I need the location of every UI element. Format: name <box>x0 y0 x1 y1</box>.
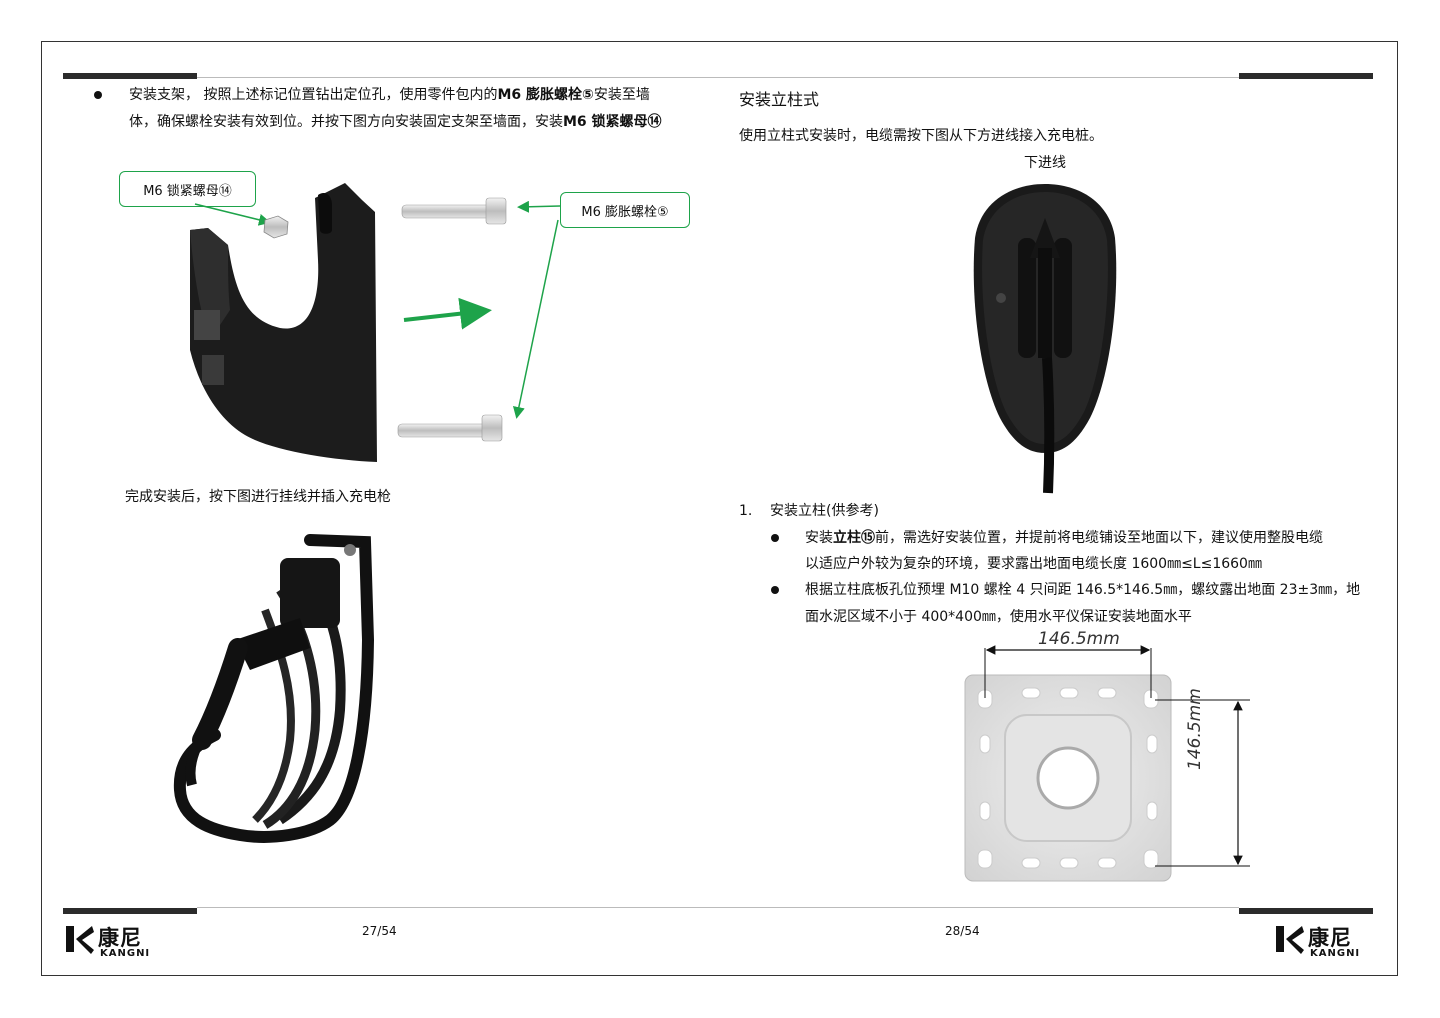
logo-name-en: KANGNI <box>1310 948 1361 959</box>
bullet-dot <box>94 91 102 99</box>
bolt-bottom <box>397 414 503 442</box>
top-right-bar <box>1239 73 1373 79</box>
text-span: 体，确保螺栓安装有效到位。并按下图方向安装固定支架至墙面，安装 <box>129 114 563 130</box>
callout-label: M6 锁紧螺母⑭ <box>143 183 232 199</box>
holster-illustration <box>173 534 375 843</box>
bold-span: M6 膨胀螺栓⑤ <box>497 87 594 103</box>
dim-vertical-label: 146.5mm <box>1185 688 1205 770</box>
bracket-illustration <box>190 183 561 462</box>
top-rule <box>197 77 1239 78</box>
page-frame <box>41 41 1398 976</box>
top-left-bar <box>63 73 197 79</box>
figure-label: 下进线 <box>1024 155 1066 171</box>
kangni-logo-icon <box>1276 926 1304 954</box>
text-span: 安装支架， 按照上述标记位置钻出定位孔，使用零件包内的 <box>129 87 498 103</box>
right-bullet2-line2: 面水泥区域不小于 400*400㎜，使用水平仪保证安装地面水平 <box>805 609 1192 625</box>
logo-name-cn: 康尼 <box>1308 926 1352 950</box>
base-plate-diagram <box>964 645 1250 882</box>
dim-horizontal-label: 146.5mm <box>1038 629 1120 649</box>
bold-span: M6 锁紧螺母⑭ <box>563 114 662 130</box>
step1-number: 1. <box>739 503 753 519</box>
text-span: 安装 <box>805 530 833 546</box>
callout-lock-nut: M6 锁紧螺母⑭ <box>119 171 256 207</box>
right-bullet1-line1: 安装立柱⑮前，需选好安装位置，并提前将电缆铺设至地面以下，建议使用整股电缆 <box>805 525 1323 551</box>
page-number-right: 28/54 <box>945 924 980 938</box>
logo-name-cn: 康尼 <box>98 926 142 950</box>
callout-expansion-bolt: M6 膨胀螺栓⑤ <box>560 192 690 228</box>
charger-back-illustration <box>973 184 1117 494</box>
logo-right: 康尼 KANGNI <box>1274 920 1364 960</box>
bullet-dot <box>771 534 779 542</box>
completion-text: 完成安装后，按下图进行挂线并插入充电枪 <box>125 489 391 505</box>
bottom-left-bar <box>63 908 197 914</box>
left-bullet1-line2: 体，确保螺栓安装有效到位。并按下图方向安装固定支架至墙面，安装M6 锁紧螺母⑭ <box>129 109 662 135</box>
bolt-top <box>401 197 507 225</box>
page-number-left: 27/54 <box>362 924 397 938</box>
section-title: 安装立柱式 <box>739 90 820 109</box>
kangni-logo-icon <box>66 926 94 954</box>
callout-label: M6 膨胀螺栓⑤ <box>581 204 669 220</box>
step1-title: 安装立柱(供参考) <box>770 503 879 519</box>
text-span: 安装至墙 <box>593 87 650 103</box>
intro-text: 使用立柱式安装时，电缆需按下图从下方进线接入充电桩。 <box>739 128 1103 144</box>
bottom-rule <box>197 907 1239 908</box>
logo-left: 康尼 KANGNI <box>64 920 154 960</box>
left-bullet1-line1: 安装支架， 按照上述标记位置钻出定位孔，使用零件包内的M6 膨胀螺栓⑤安装至墙 <box>129 82 650 108</box>
logo-name-en: KANGNI <box>100 948 151 959</box>
bottom-right-bar <box>1239 908 1373 914</box>
bold-span: 立柱⑮ <box>833 530 875 546</box>
right-bullet2-line1: 根据立柱底板孔位预埋 M10 螺栓 4 只间距 146.5*146.5㎜，螺纹露… <box>805 582 1361 598</box>
right-bullet1-line2: 以适应户外较为复杂的环境，要求露出地面电缆长度 1600㎜≤L≤1660㎜ <box>805 556 1262 572</box>
text-span: 前，需选好安装位置，并提前将电缆铺设至地面以下，建议使用整股电缆 <box>875 530 1323 546</box>
bullet-dot <box>771 586 779 594</box>
